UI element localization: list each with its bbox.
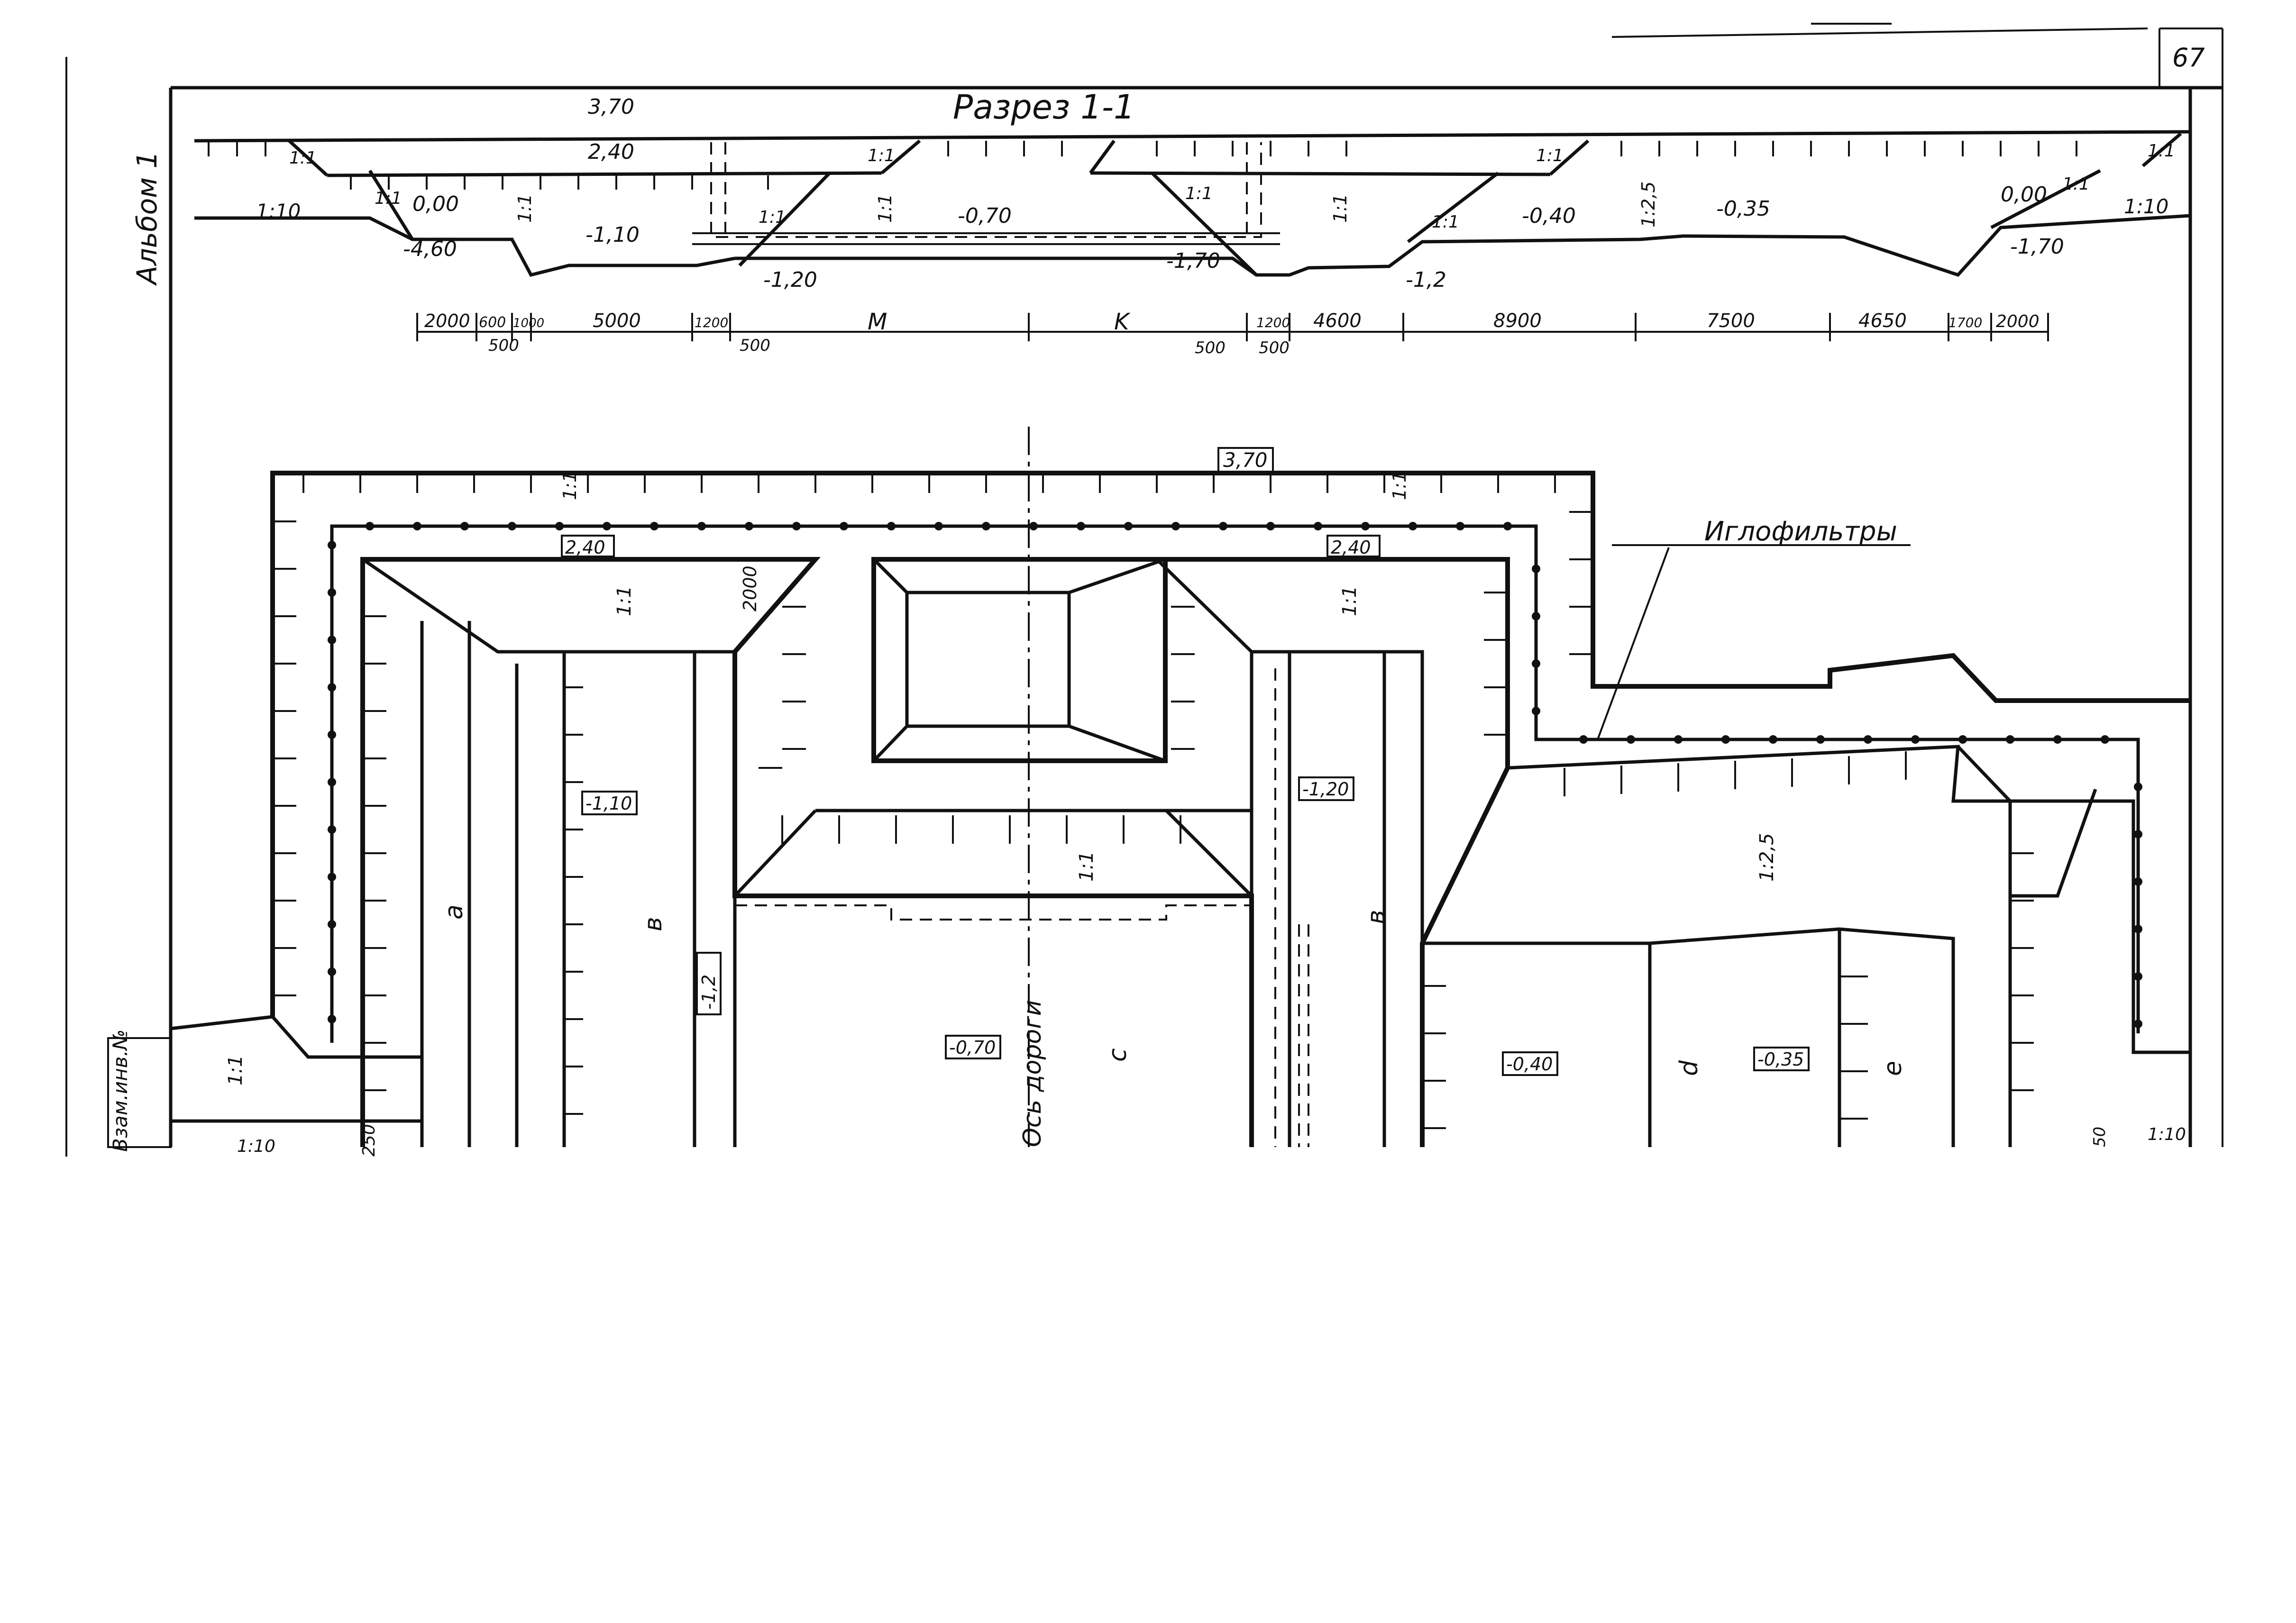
plan-elevation: 2,40 (1331, 537, 1371, 558)
plan-slope: 1:2,5 (1756, 833, 1778, 882)
plan-slope: 1:1 (1076, 851, 1098, 882)
dim-label: 2000 (1996, 312, 2040, 331)
sheet-frame (65, 23, 2223, 1157)
section-slope: 1:1 (875, 194, 896, 223)
dim-sub-label: 500 (1259, 338, 1290, 357)
section-elevation: -0,35 (1716, 197, 1770, 221)
zone-letters: a в в c d e (440, 904, 1907, 1076)
zone-letter: c (1104, 1048, 1132, 1062)
plan-slope: 1:1 (559, 471, 580, 500)
section-slope: 1:1 (759, 208, 786, 227)
zone-letter: d (1675, 1060, 1703, 1076)
plan-elevation: -0,70 (949, 1037, 996, 1058)
plan-slope: 1:1 (1339, 586, 1361, 616)
section-elevation: 0,00 (2001, 182, 2047, 207)
dim-label: 1200 (695, 315, 728, 330)
dim-label: 1700 (1948, 315, 1982, 330)
section-elevation: 3,70 (588, 95, 634, 119)
zone-letter: в (1362, 910, 1390, 924)
section-gradient-right: 1:10 (2124, 195, 2168, 218)
plan-slope: 1:1 (225, 1055, 247, 1085)
plan-slope: 1:1 (1389, 471, 1410, 500)
plan-label-boxes (561, 447, 1810, 1076)
plan-dimension: 2000 (740, 565, 760, 611)
plan-view (170, 427, 2190, 1147)
page-number: 67 (2172, 43, 2205, 73)
plan-elevations: 2,40 2,40 -1,10 -1,20 -1,2 -0,70 -0,40 -… (565, 537, 1804, 1075)
section-slopes: 1:1 1:1 1:1 1:1 1:1 1:1 1:1 1:1 1:1 1:1 … (289, 141, 2175, 232)
plan-elevation: -0,35 (1757, 1049, 1804, 1070)
section-profile (194, 130, 2191, 341)
section-elevation: 2,40 (588, 140, 634, 164)
section-elevation: -1,70 (2010, 235, 2064, 259)
section-slope: 1:1 (514, 194, 535, 223)
zone-letter: a (440, 904, 468, 920)
wellpoint-dots (328, 522, 2142, 1028)
dim-label: 1200 (1256, 315, 1290, 330)
dim-sub-label: 500 (740, 336, 770, 355)
plan-edge-label: 1:10 (237, 1137, 275, 1156)
dim-label: 1000 (513, 316, 544, 330)
dim-label: 7500 (1707, 310, 1755, 332)
section-elevation: -1,2 (1406, 268, 1446, 292)
dim-label: M (868, 309, 887, 335)
section-elevation: 0,00 (412, 192, 459, 216)
dim-sub-label: 500 (1195, 338, 1226, 357)
plan-elevation: -1,2 (698, 975, 719, 1010)
section-slope: 1:1 (2148, 141, 2175, 161)
section-gradient-left: 1:10 (256, 200, 301, 223)
section-title: Разрез 1-1 (953, 88, 1135, 127)
plan-slope: 1:1 (613, 586, 635, 616)
section-slope: 1:1 (1185, 184, 1213, 203)
stamp-label: Взам.инв.№ (109, 1030, 132, 1152)
album-label: Альбом 1 (131, 151, 163, 286)
plan-edge-label: 50 (2090, 1127, 2109, 1147)
section-elevation: -1,70 (1166, 249, 1220, 273)
section-elevation: -0,70 (958, 204, 1012, 228)
dim-label: 8900 (1493, 310, 1542, 332)
section-elevations: 3,70 2,40 0,00 -4,60 -1,10 -0,70 -1,20 -… (403, 95, 2064, 292)
section-slope: 1:1 (1432, 212, 1459, 232)
dim-label: 4650 (1858, 310, 1907, 332)
dim-label: 2000 (424, 310, 470, 331)
dim-label: K (1114, 309, 1131, 335)
plan-slopes: 1:1 1:1 1:1 1:1 1:1 1:2,5 1:1 (225, 471, 1778, 1085)
zone-letter: в (639, 917, 668, 931)
section-slope: 1:1 (1330, 194, 1351, 223)
section-slope: 1:1 (1536, 146, 1564, 165)
section-slope: 1:1 (375, 189, 402, 208)
dim-sub-label: 500 (488, 336, 519, 355)
dim-label: 4600 (1313, 310, 1362, 332)
section-slope: 1:2,5 (1638, 182, 1659, 228)
section-elevation: -1,10 (585, 223, 640, 247)
plan-edge-label: 250 (359, 1124, 379, 1157)
plan-edge-label: 1:10 (2148, 1125, 2186, 1144)
zone-letter: e (1879, 1061, 1907, 1076)
section-slope: 1:1 (2062, 174, 2090, 194)
wellpoint-label: Иглофильтры (1704, 516, 1897, 547)
plan-elevation: -0,40 (1506, 1054, 1553, 1075)
dim-label: 5000 (593, 310, 641, 332)
plan-top-elevation: 3,70 (1223, 448, 1268, 472)
road-axis-label: Ось дороги (1018, 1000, 1047, 1147)
section-elevation: -0,40 (1522, 204, 1576, 228)
plan-elevation: -1,20 (1302, 779, 1349, 800)
section-slope: 1:1 (868, 146, 895, 165)
section-elevation: -4,60 (403, 237, 457, 261)
stamp-box (107, 1037, 172, 1148)
plan-elevation: -1,10 (585, 793, 632, 814)
section-dimensions: 2000 600 1000 5000 1200 M K 1200 4600 89… (424, 309, 2040, 357)
section-slope: 1:1 (289, 148, 317, 168)
dim-label: 600 (479, 314, 506, 331)
section-elevation: -1,20 (763, 268, 817, 292)
plan-elevation: 2,40 (565, 537, 605, 558)
